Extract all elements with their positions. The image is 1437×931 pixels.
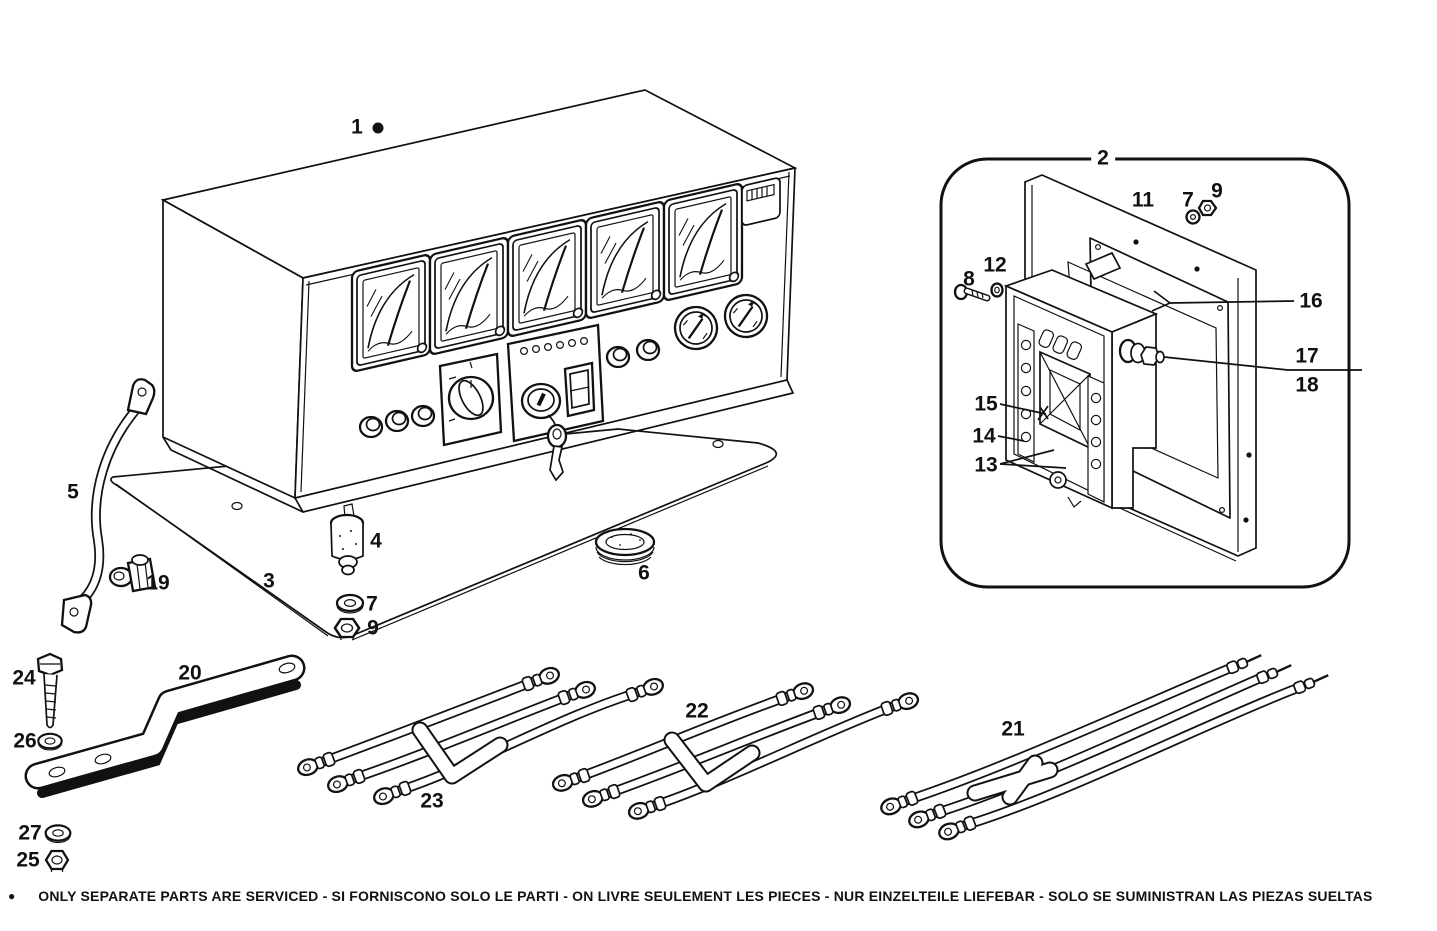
part-harness-21 xyxy=(877,649,1332,844)
callout-13: 13 xyxy=(974,453,998,477)
meter-2 xyxy=(428,235,510,357)
part-terminal-clamp xyxy=(108,554,157,593)
push-button-1 xyxy=(358,415,384,439)
part-bolt-8 xyxy=(953,283,991,302)
part-washer-12 xyxy=(990,282,1004,298)
callout-9-plate: 9 xyxy=(367,616,379,640)
callout-11: 11 xyxy=(1131,188,1155,212)
push-button-3 xyxy=(410,404,436,428)
part-vibration-mount xyxy=(329,503,365,576)
part-nut-25 xyxy=(44,849,70,874)
callout-4: 4 xyxy=(370,529,382,553)
callout-26: 26 xyxy=(13,729,37,753)
callout-5: 5 xyxy=(67,480,79,504)
footer-note: ● ONLY SEPARATE PARTS ARE SERVICED - SI … xyxy=(0,888,1437,904)
part-bracket xyxy=(24,654,306,798)
callout-7-inset: 7 xyxy=(1182,188,1194,212)
part-nut-9-inset xyxy=(1197,199,1218,217)
part-grommet xyxy=(594,527,656,566)
meter-3 xyxy=(506,217,588,339)
callout-23: 23 xyxy=(420,789,444,813)
part-harness-23 xyxy=(294,664,667,808)
part-harness-22 xyxy=(549,679,922,823)
part-module xyxy=(1003,251,1165,510)
callout-1: 1 xyxy=(351,115,363,139)
callout-12: 12 xyxy=(983,253,1007,277)
callout-15: 15 xyxy=(974,392,998,416)
indicator-light-2 xyxy=(635,338,661,362)
callout-14: 14 xyxy=(972,424,996,448)
callout-27: 27 xyxy=(18,821,42,845)
inset-detail-box xyxy=(939,157,1362,589)
callout-17: 17 xyxy=(1295,344,1319,368)
indicator-light-1 xyxy=(605,345,631,369)
part-stud xyxy=(1118,338,1165,366)
leader-lines xyxy=(997,290,1362,469)
meter-5 xyxy=(662,181,744,303)
part-control-panel xyxy=(160,89,798,513)
part-washer-27 xyxy=(44,824,72,844)
not-serviced-dot xyxy=(372,122,384,134)
key xyxy=(546,414,568,482)
push-button-2 xyxy=(384,409,410,433)
part-washer-26 xyxy=(37,732,63,752)
callout-6: 6 xyxy=(638,561,650,585)
part-bolt xyxy=(36,652,64,729)
callout-3: 3 xyxy=(263,569,275,593)
callout-21: 21 xyxy=(1001,717,1025,741)
callout-2: 2 xyxy=(1091,147,1115,169)
callout-20: 20 xyxy=(178,661,202,685)
callout-18: 18 xyxy=(1295,373,1319,397)
callout-25: 25 xyxy=(16,848,40,872)
meter-4 xyxy=(584,199,666,321)
part-washer-7 xyxy=(335,593,365,615)
part-screw-7-inset xyxy=(1185,209,1201,225)
callout-22: 22 xyxy=(685,699,709,723)
callout-8: 8 xyxy=(963,267,975,291)
callout-9-inset: 9 xyxy=(1211,179,1223,203)
hour-counter xyxy=(741,177,781,226)
footer-text: ONLY SEPARATE PARTS ARE SERVICED - SI FO… xyxy=(38,888,1373,904)
rocker-switch xyxy=(563,361,596,418)
callout-24: 24 xyxy=(12,666,36,690)
callout-7-plate: 7 xyxy=(366,592,378,616)
key-switch-panel xyxy=(506,323,605,443)
meter-1 xyxy=(350,252,432,374)
callout-16: 16 xyxy=(1299,289,1323,313)
callout-19: 19 xyxy=(146,571,170,595)
footer-bullet: ● xyxy=(8,889,16,903)
part-ground-cable xyxy=(60,378,156,634)
rotary-switch xyxy=(438,352,503,447)
